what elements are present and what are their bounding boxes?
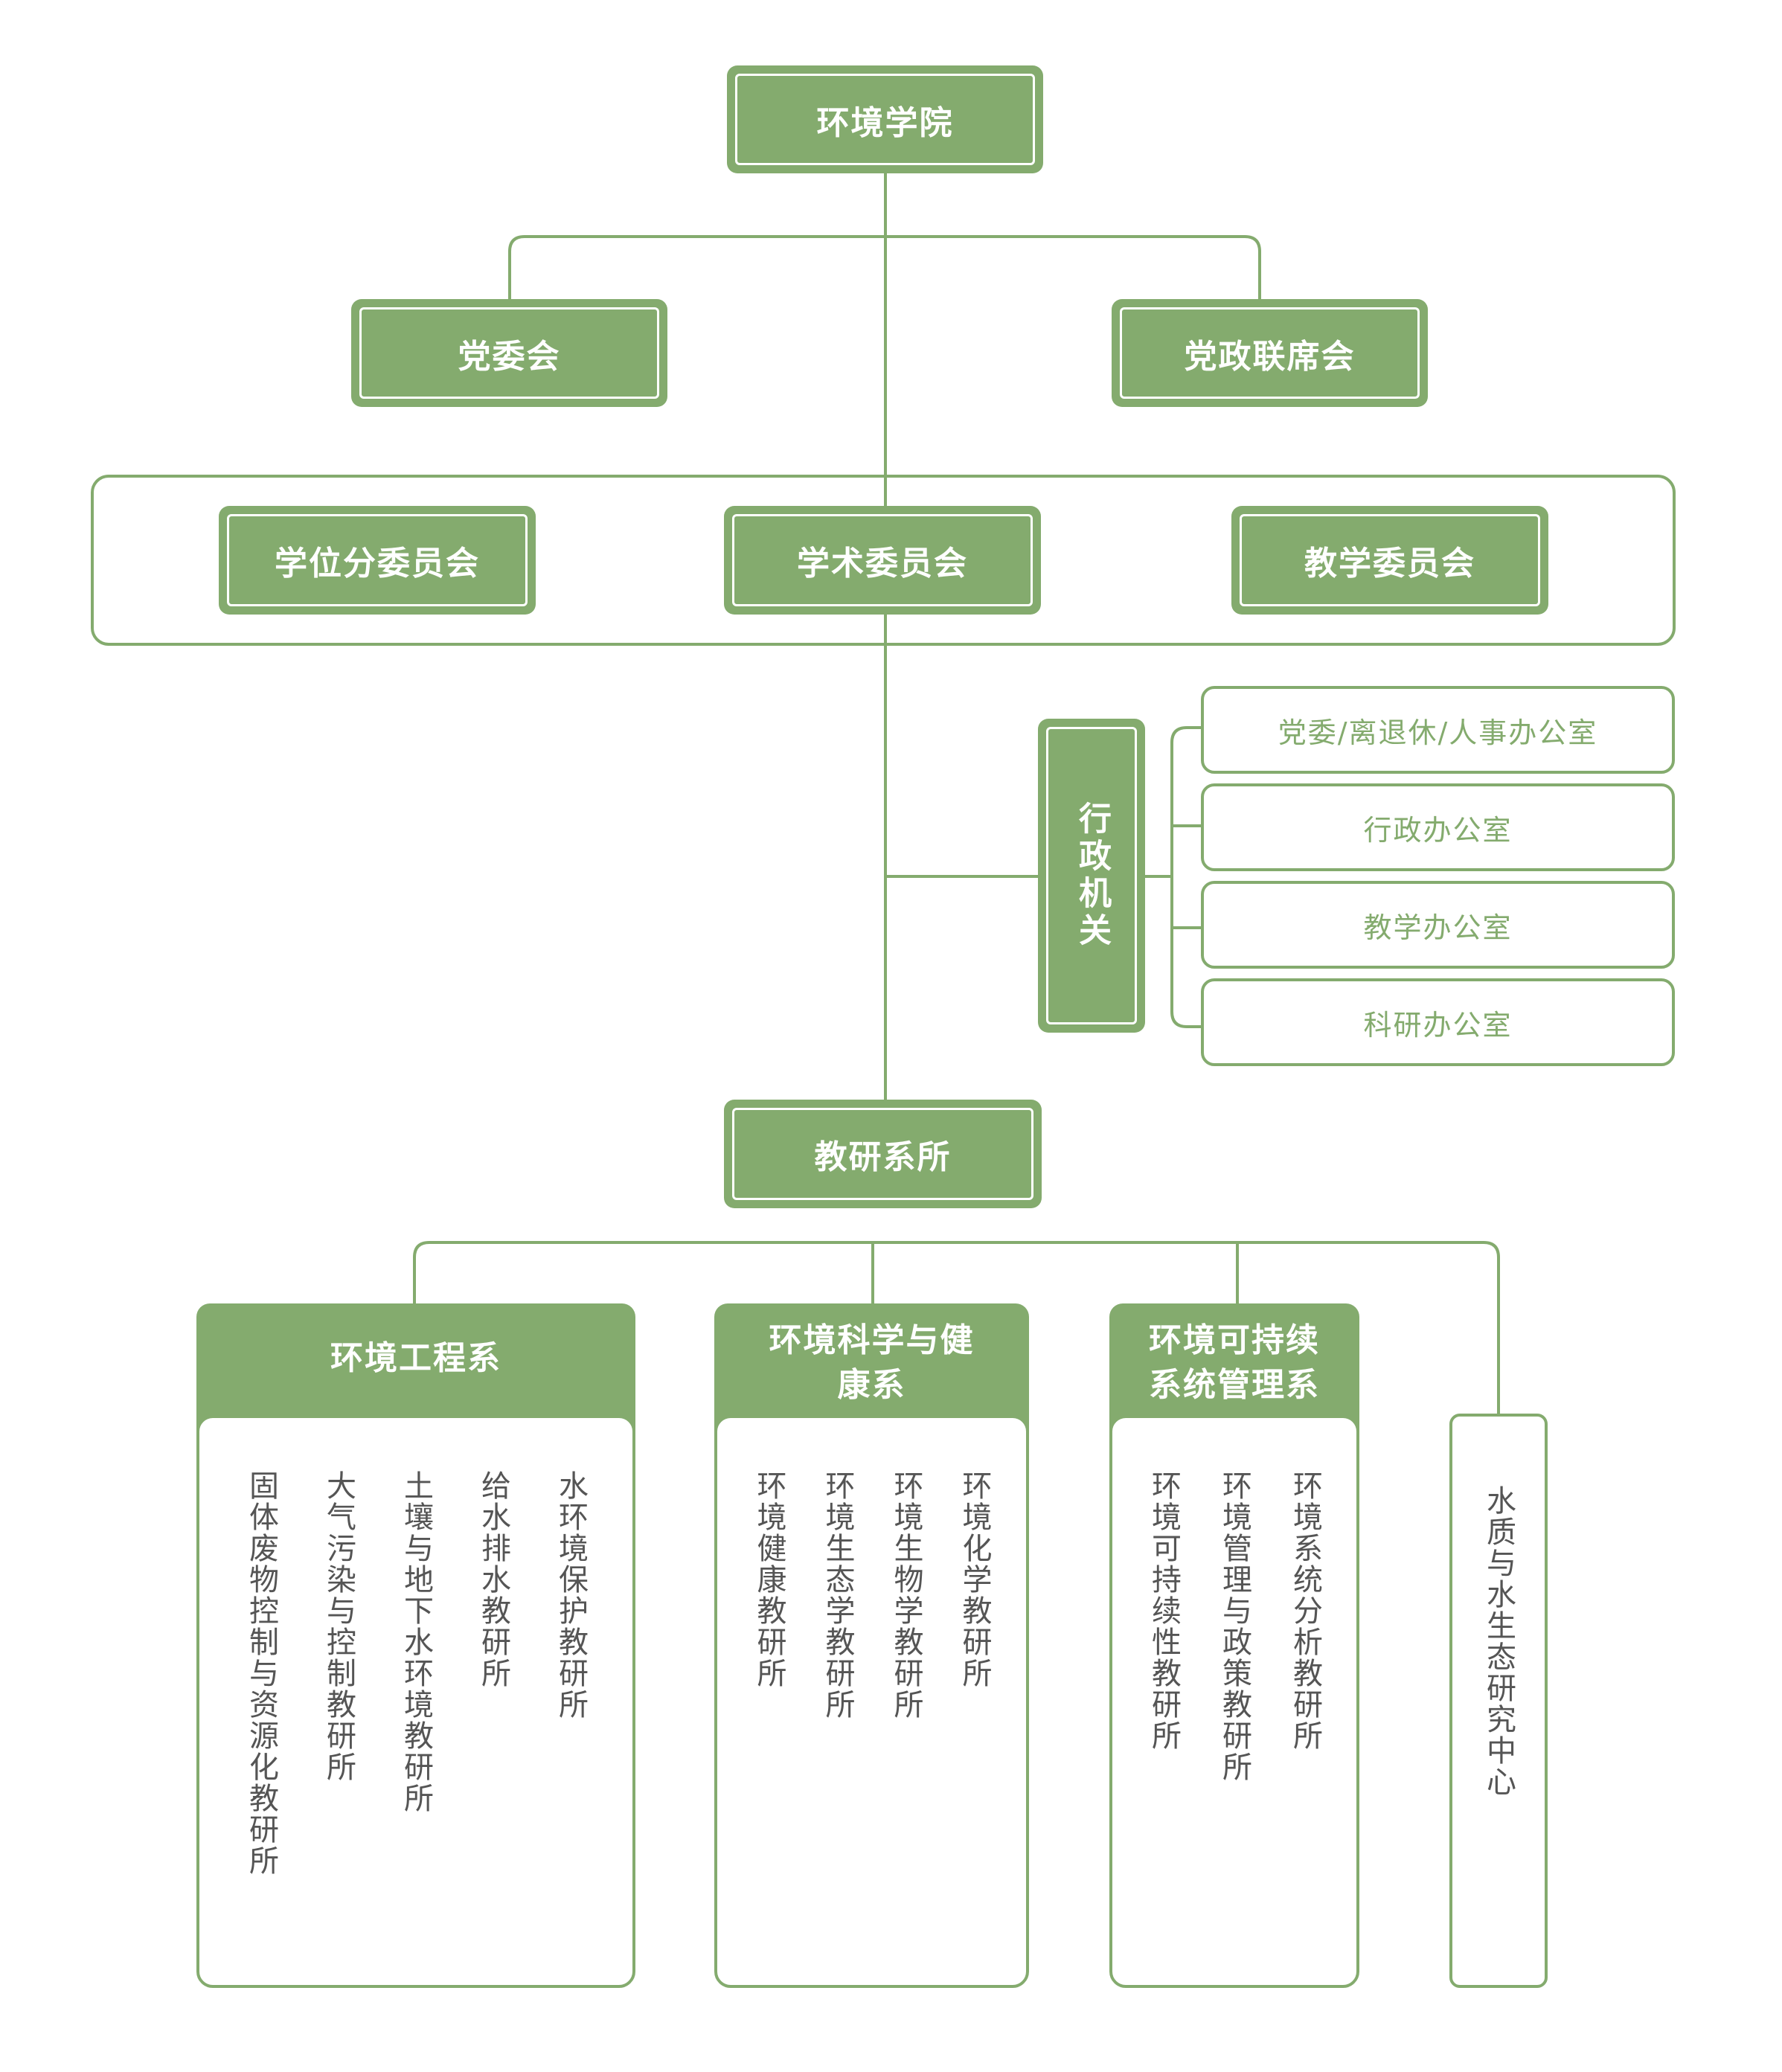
office-box-research: 科研办公室	[1201, 978, 1675, 1066]
unit-label: 土壤与地下水环境教研所	[399, 1470, 433, 1814]
unit-label: 大气污染与控制教研所	[321, 1470, 356, 1783]
party-committee-box: 党委会	[351, 299, 667, 407]
committee-academic-label: 学术委员会	[797, 545, 968, 583]
committee-degree-box: 学位分委员会	[219, 506, 536, 615]
unit-label: 环境健康教研所	[751, 1470, 786, 1689]
office-box-party-hr: 党委/离退休/人事办公室	[1201, 686, 1675, 774]
department-env-engineering: 环境工程系 水环境保护教研所 给水排水教研所 土壤与地下水环境教研所 大气污染与…	[196, 1303, 635, 1988]
unit-label: 环境可持续性教研所	[1147, 1470, 1181, 1751]
unit-label: 固体废物控制与资源化教研所	[244, 1470, 278, 1876]
office-label-teaching: 教学办公室	[1363, 911, 1513, 944]
administration-box: 行政机关	[1038, 719, 1145, 1033]
department-title: 环境可持续系统管理系	[1149, 1321, 1320, 1404]
committee-teaching-label: 教学委员会	[1304, 545, 1475, 583]
committees-frame	[91, 475, 1676, 646]
teaching-research-box: 教研系所	[724, 1100, 1042, 1208]
party-committee-label: 党委会	[458, 337, 561, 376]
office-box-teaching: 教学办公室	[1201, 881, 1675, 969]
connector-admin-offices	[1143, 726, 1204, 1028]
connector-party-branch	[508, 235, 1261, 299]
unit-label: 环境生物学教研所	[888, 1470, 923, 1720]
unit-label: 环境系统分析教研所	[1288, 1470, 1322, 1751]
joint-meeting-box: 党政联席会	[1112, 299, 1428, 407]
committee-teaching-box: 教学委员会	[1231, 506, 1548, 615]
department-title: 环境科学与健康系	[769, 1321, 975, 1404]
research-center-box: 水质与水生态研究中心	[1449, 1414, 1548, 1988]
unit-label: 给水排水教研所	[476, 1470, 510, 1689]
committee-academic-box: 学术委员会	[724, 506, 1041, 615]
department-units: 环境化学教研所 环境生物学教研所 环境生态学教研所 环境健康教研所	[714, 1415, 1029, 1988]
office-label-research: 科研办公室	[1363, 1008, 1513, 1042]
research-center-label: 水质与水生态研究中心	[1481, 1485, 1516, 1797]
office-label-admin: 行政办公室	[1363, 813, 1513, 847]
department-title: 环境工程系	[330, 1339, 501, 1377]
root-box: 环境学院	[727, 65, 1043, 173]
office-box-admin: 行政办公室	[1201, 783, 1675, 871]
joint-meeting-label: 党政联席会	[1184, 337, 1356, 376]
department-env-science-health: 环境科学与健康系 环境化学教研所 环境生物学教研所 环境生态学教研所 环境健康教…	[714, 1303, 1029, 1988]
administration-label: 行政机关	[1073, 801, 1111, 950]
office-label-party-hr: 党委/离退休/人事办公室	[1278, 716, 1598, 749]
unit-label: 环境管理与政策教研所	[1217, 1470, 1251, 1783]
connector-dept-branch	[413, 1241, 1500, 1415]
unit-label: 水环境保护教研所	[554, 1470, 588, 1720]
department-sustainable-systems: 环境可持续系统管理系 环境系统分析教研所 环境管理与政策教研所 环境可持续性教研…	[1109, 1303, 1359, 1988]
department-units: 水环境保护教研所 给水排水教研所 土壤与地下水环境教研所 大气污染与控制教研所 …	[196, 1415, 635, 1988]
unit-label: 环境生态学教研所	[820, 1470, 855, 1720]
committee-degree-label: 学位分委员会	[275, 545, 480, 583]
unit-label: 环境化学教研所	[957, 1470, 992, 1689]
teaching-research-label: 教研系所	[814, 1138, 952, 1176]
department-units: 环境系统分析教研所 环境管理与政策教研所 环境可持续性教研所	[1109, 1415, 1359, 1988]
root-label: 环境学院	[816, 103, 954, 142]
